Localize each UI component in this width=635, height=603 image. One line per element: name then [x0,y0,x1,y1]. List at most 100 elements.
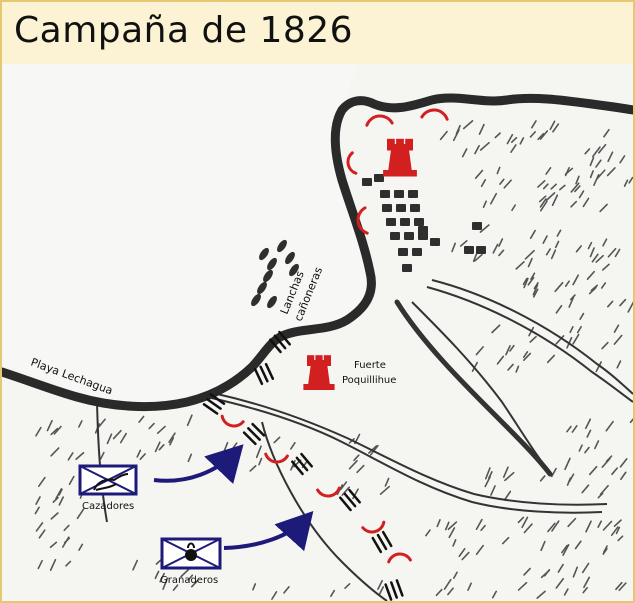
hatch-stroke [607,247,617,258]
label-fuerte-line1: Fuerte [354,360,386,371]
hatch-stroke [627,301,633,313]
hatch-stroke [459,239,468,247]
gunboat-icon [267,257,277,271]
hatch-stroke [539,130,549,140]
hatch-stroke [37,476,46,487]
gunboat-icon [285,251,295,265]
hatch-stroke [76,508,85,520]
hatch-stroke [559,184,566,191]
gunboat-hull [257,281,267,295]
barricade-stroke [339,496,352,512]
hatch-stroke [571,424,578,433]
building [430,238,440,246]
barricade-stroke [273,334,287,350]
hatch-stroke [180,567,191,578]
hatch-stroke [172,584,179,591]
hatch-stroke [570,182,580,193]
hatch-stroke [155,558,163,565]
hatch-stroke [599,484,609,496]
hatch-stroke [519,137,525,145]
hatch-stroke [58,496,64,506]
gunboat-icon [263,269,273,283]
hatch-stroke [451,242,457,253]
hatch-stroke [491,590,498,599]
hatch-stroke [613,334,623,345]
hatch-stroke [578,190,585,199]
hatch-stroke [425,529,431,537]
hatch-stroke [623,179,629,187]
hatch-stroke [496,355,505,365]
coastline [2,93,633,412]
hatch-stroke [509,344,515,352]
hatch-stroke [474,169,484,179]
barricade-stroke [348,488,361,504]
hatch-stroke [585,520,592,533]
building [362,178,372,186]
hatch-stroke [545,248,552,256]
hatch-stroke [353,454,360,462]
hatch-stroke [613,519,622,527]
hatch-stroke [494,132,501,139]
hatch-stroke [448,527,456,539]
hatch-stroke [545,192,556,201]
hatch-stroke [99,451,105,460]
hatch-stroke [595,159,602,168]
hatch-stroke [589,247,595,258]
hatch-stroke [38,529,46,539]
barricade-stroke [291,460,304,476]
defensive-arc [316,486,341,498]
hatch-stroke [475,544,484,556]
cazadores-attack-arrow [153,444,244,485]
hatch-stroke [258,457,263,466]
building [402,264,412,272]
hatch-stroke [568,296,575,308]
barricade [269,330,291,354]
building [394,190,404,198]
hatch-stroke [584,446,590,454]
barricade-stroke [295,456,309,472]
building [386,218,396,226]
river [394,299,553,477]
hatch-stroke [517,516,525,524]
hatch-stroke [531,120,537,129]
map-title: Campaña de 1826 [14,10,354,51]
hatch-stroke [515,365,520,373]
hatch-stroke [49,558,57,571]
defensive-arc [346,151,358,175]
hatch-stroke [586,270,596,280]
hatch-stroke [474,144,480,155]
hatch-stroke [582,197,590,208]
hatch-stroke [132,559,139,571]
hatch-stroke [498,249,505,257]
hatch-stroke [190,579,199,588]
gunboat-hull [251,293,261,307]
roads [96,279,633,601]
hatch-stroke [158,444,165,451]
hatch-stroke [37,559,43,570]
hatch-stroke [119,432,127,444]
barricade [291,452,313,476]
hatch-stroke [159,572,166,583]
hatch-stroke [527,257,533,268]
barricade-stroke [259,365,269,383]
gunboat-hull [263,269,273,283]
hatch-stroke [348,459,358,470]
hatch-stroke [480,179,487,188]
hatch-stroke [574,540,582,550]
hatch-stroke [479,224,490,233]
gunboat-hull [285,251,295,265]
hatch-stroke [527,276,535,286]
building [412,248,422,256]
barricades [202,330,404,601]
hatch-stroke [602,238,608,247]
hatch-stroke [564,167,574,175]
hatch-stroke [584,148,591,155]
hatch-stroke [603,545,608,553]
hatch-stroke [341,486,350,496]
hatch-stroke [439,130,448,141]
building [380,190,390,198]
hatch-stroke [489,192,498,205]
hatch-stroke [615,526,621,535]
defensive-arc [387,552,412,564]
